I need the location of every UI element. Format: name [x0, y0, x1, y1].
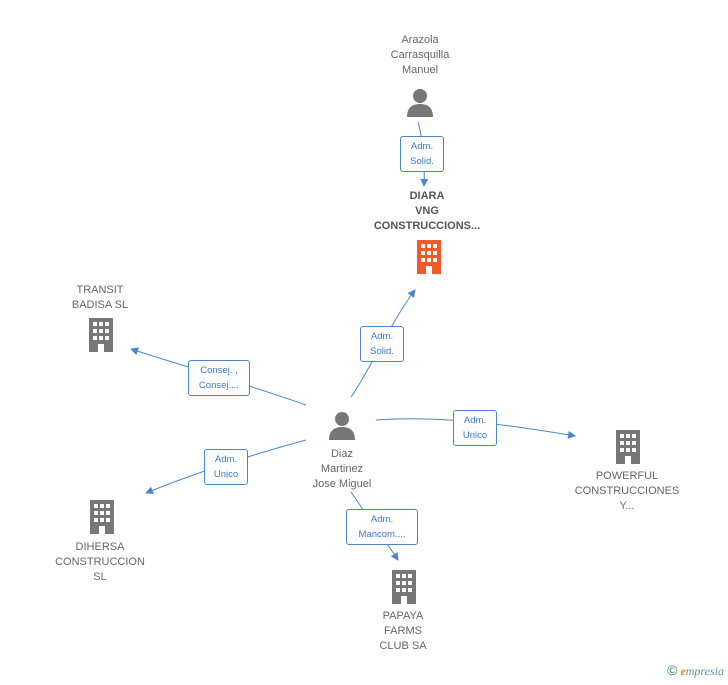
- brand-logo-initial: e: [680, 664, 686, 678]
- node-label-diara: DIARA VNG CONSTRUCCIONS...: [373, 190, 481, 232]
- node-label-arazola: Arazola Carrasquilla Manuel: [390, 34, 450, 76]
- edge-label[interactable]: Adm. Mancom....: [346, 509, 418, 545]
- node-label-powerful: POWERFUL CONSTRUCCIONES Y...: [574, 470, 680, 512]
- edge-label[interactable]: Adm. Solid.: [360, 326, 404, 362]
- brand-logo-text: mpresia: [685, 664, 724, 678]
- building-icon[interactable]: [86, 500, 118, 534]
- building-icon[interactable]: [413, 240, 445, 274]
- node-label-papaya: PAPAYA FARMS CLUB SA: [379, 610, 427, 652]
- node-label-dihersa: DIHERSA CONSTRUCCION SL: [55, 541, 145, 583]
- building-icon[interactable]: [85, 318, 117, 352]
- building-icon[interactable]: [612, 430, 644, 464]
- copyright-icon: ©: [667, 662, 678, 678]
- building-icon[interactable]: [388, 570, 420, 604]
- edge-label[interactable]: Adm. Unico: [453, 410, 497, 446]
- edge-label[interactable]: Consej. , Consej....: [188, 360, 250, 396]
- node-label-diaz: Diaz Martinez Jose Miguel: [312, 448, 372, 490]
- edge-label[interactable]: Adm. Solid.: [400, 136, 444, 172]
- edge-label[interactable]: Adm. Unico: [204, 449, 248, 485]
- person-icon[interactable]: [327, 410, 357, 440]
- node-label-transit: TRANSIT BADISA SL: [71, 284, 129, 311]
- brand-credit: ©empresia: [667, 662, 724, 679]
- person-icon[interactable]: [405, 87, 435, 117]
